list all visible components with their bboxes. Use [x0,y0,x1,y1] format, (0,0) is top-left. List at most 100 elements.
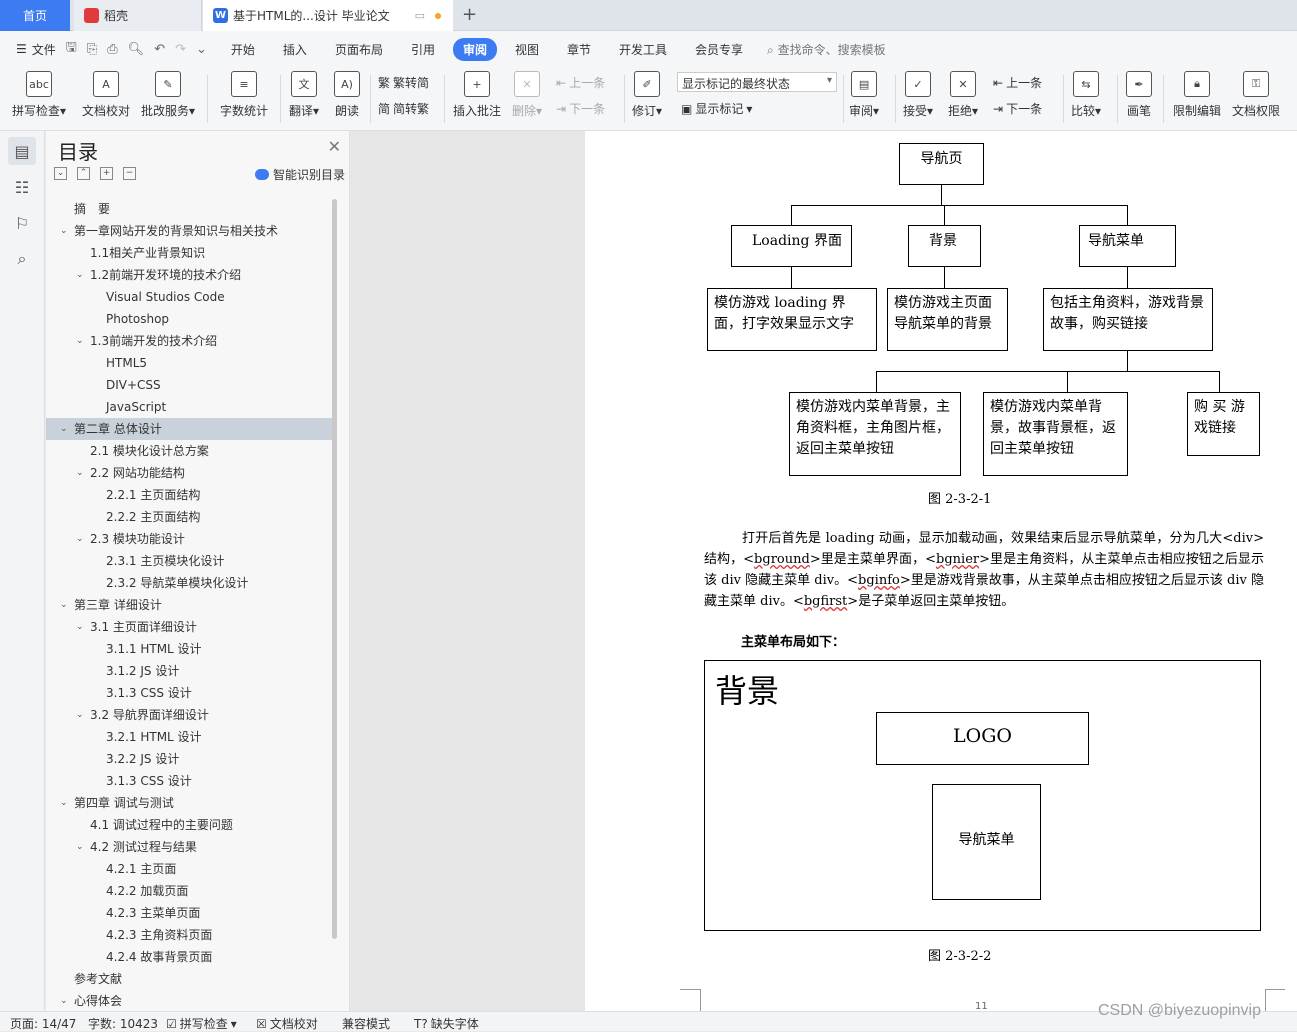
monitor-icon[interactable]: ▭ [414,9,425,22]
insert-comment-button[interactable]: +插入批注 [453,71,501,119]
toc-item[interactable]: 4.2.2 加载页面 [46,880,332,902]
toc-item[interactable]: 摘 要 [46,198,332,220]
toc-item[interactable]: 4.2.3 主菜单页面 [46,902,332,924]
undo-icon[interactable]: ↶ [154,41,166,57]
toc-item[interactable]: ⌄第三章 详细设计 [46,594,332,616]
tab-document[interactable]: W 基于HTML的...设计 毕业论文 ▭ [203,0,453,31]
toc-item[interactable]: ⌄第一章网站开发的背景知识与相关技术 [46,220,332,242]
toc-item[interactable]: 4.2.3 主角资料页面 [46,924,332,946]
trad-to-simp-button[interactable]: 繁繁转简 [378,74,429,91]
toc-item[interactable]: 3.1.1 HTML 设计 [46,638,332,660]
expand-all-icon[interactable]: ⌄ [54,167,67,180]
revise-button[interactable]: ✐修订▾ [632,71,662,119]
toc-item[interactable]: 3.1.2 JS 设计 [46,660,332,682]
toc-item[interactable]: ⌄2.2 网站功能结构 [46,462,332,484]
word-count-indicator[interactable]: 字数: 10423 [88,1017,159,1031]
toc-item[interactable]: ⌄1.2前端开发环境的技术介绍 [46,264,332,286]
preview-icon[interactable]: 🔍︎ [127,41,145,57]
toc-item[interactable]: ⌄1.3前端开发的技术介绍 [46,330,332,352]
toc-item[interactable]: 3.1.3 CSS 设计 [46,682,332,704]
document-page[interactable]: 导航页 Loading 界面 背景 导航菜单 模仿游戏 loading 界面，打… [585,131,1297,1011]
chevron-down-icon[interactable]: ⌄ [76,270,84,280]
menu-reference[interactable]: 引用 [410,42,435,57]
more-chevron-icon[interactable]: ⌄ [196,41,207,57]
toc-item[interactable]: 2.3.2 导航菜单模块化设计 [46,572,332,594]
toc-item[interactable]: ⌄3.2 导航界面详细设计 [46,704,332,726]
next-comment-button[interactable]: ⇥下一条 [556,100,605,117]
toc-item[interactable]: 3.2.1 HTML 设计 [46,726,332,748]
menu-start[interactable]: 开始 [230,42,255,57]
accept-button[interactable]: ✓接受▾ [903,71,933,119]
markup-state-select[interactable]: 显示标记的最终状态 [677,72,837,92]
remove-heading-icon[interactable]: − [123,167,136,180]
close-icon[interactable]: ✕ [327,137,341,156]
restrict-edit-button[interactable]: 🔒︎限制编辑 [1173,71,1221,119]
toc-item[interactable]: Photoshop [46,308,332,330]
toc-item[interactable]: ⌄第四章 调试与测试 [46,792,332,814]
show-markup-button[interactable]: ▣显示标记▾ [681,101,753,117]
redo-icon[interactable]: ↷ [175,41,186,57]
print-icon[interactable]: ⎙ [107,41,118,57]
save-icon[interactable]: 🖫 [65,40,77,55]
chevron-down-icon[interactable]: ⌄ [60,226,68,236]
menu-insert[interactable]: 插入 [282,42,307,57]
smart-toc-button[interactable]: 智能识别目录 [254,166,345,183]
toc-item[interactable]: HTML5 [46,352,332,374]
translate-button[interactable]: 文翻译▾ [289,71,319,119]
delete-comment-button[interactable]: ✕删除▾ [512,71,542,119]
toc-item[interactable]: ⌄4.2 测试过程与结果 [46,836,332,858]
toc-item[interactable]: 2.2.1 主页面结构 [46,484,332,506]
annotation-service-button[interactable]: ✎批改服务▾ [141,71,195,119]
chevron-down-icon[interactable]: ⌄ [60,600,68,610]
toc-item[interactable]: JavaScript [46,396,332,418]
toc-item[interactable]: 4.2.1 主页面 [46,858,332,880]
menu-devtools[interactable]: 开发工具 [619,42,668,57]
toc-item[interactable]: DIV+CSS [46,374,332,396]
bookmark-icon[interactable]: ⚐ [14,213,30,233]
status-spell-check[interactable]: ☑拼写检查▾ [166,1016,237,1032]
toc-item[interactable]: 3.1.3 CSS 设计 [46,770,332,792]
simp-to-trad-button[interactable]: 简简转繁 [378,100,429,117]
word-count-button[interactable]: ≡字数统计 [220,71,268,119]
toc-item[interactable]: ⌄2.3 模块功能设计 [46,528,332,550]
chevron-down-icon[interactable]: ⌄ [76,468,84,478]
page-indicator[interactable]: 页面: 14/47 [10,1017,77,1031]
chevron-down-icon[interactable]: ⌄ [60,996,68,1006]
toc-scrollbar[interactable] [332,199,337,939]
toc-item[interactable]: 2.1 模块化设计总方案 [46,440,332,462]
tab-home[interactable]: 首页 [0,0,70,31]
tab-docer[interactable]: 稻壳 [74,0,202,31]
pen-button[interactable]: ✒画笔 [1126,71,1152,119]
menu-review[interactable]: 审阅 [452,37,497,61]
toc-item[interactable]: ⌄第二章 总体设计 [46,418,332,440]
toc-item[interactable]: 4.1 调试过程中的主要问题 [46,814,332,836]
search-icon[interactable]: ⌕ [17,249,27,268]
prev-change-button[interactable]: ⇤上一条 [993,74,1042,91]
chevron-down-icon[interactable]: ⌄ [76,534,84,544]
chevron-down-icon[interactable]: ⌄ [60,424,68,434]
collapse-all-icon[interactable]: ⌃ [77,167,90,180]
command-search[interactable]: ⌕ 查找命令、搜索模板 [767,41,886,58]
missing-font-button[interactable]: T?缺失字体 [414,1015,479,1032]
new-tab-plus-icon[interactable]: + [462,4,478,25]
read-aloud-button[interactable]: A)朗读 [334,71,360,119]
toc-item[interactable]: ⌄心得体会 [46,990,332,1012]
toc-item[interactable]: Visual Studios Code [46,286,332,308]
reject-button[interactable]: ✕拒绝▾ [948,71,978,119]
chevron-down-icon[interactable]: ⌄ [76,622,84,632]
prev-comment-button[interactable]: ⇤上一条 [556,74,605,91]
next-change-button[interactable]: ⇥下一条 [993,100,1042,117]
toc-item[interactable]: 1.1相关产业背景知识 [46,242,332,264]
chevron-down-icon[interactable]: ⌄ [60,798,68,808]
export-icon[interactable]: ⎘ [86,41,98,57]
menu-view[interactable]: 视图 [514,42,539,57]
menu-member[interactable]: 会员专享 [695,42,744,57]
outline-icon[interactable]: ☷ [14,177,30,197]
compat-mode[interactable]: 兼容模式 [342,1017,391,1031]
chevron-down-icon[interactable]: ⌄ [76,336,84,346]
chevron-down-icon[interactable]: ⌄ [76,710,84,720]
compare-button[interactable]: ⇆比较▾ [1071,71,1101,119]
toc-item[interactable]: 3.2.2 JS 设计 [46,748,332,770]
toc-panel-icon[interactable]: ▤ [8,137,36,165]
